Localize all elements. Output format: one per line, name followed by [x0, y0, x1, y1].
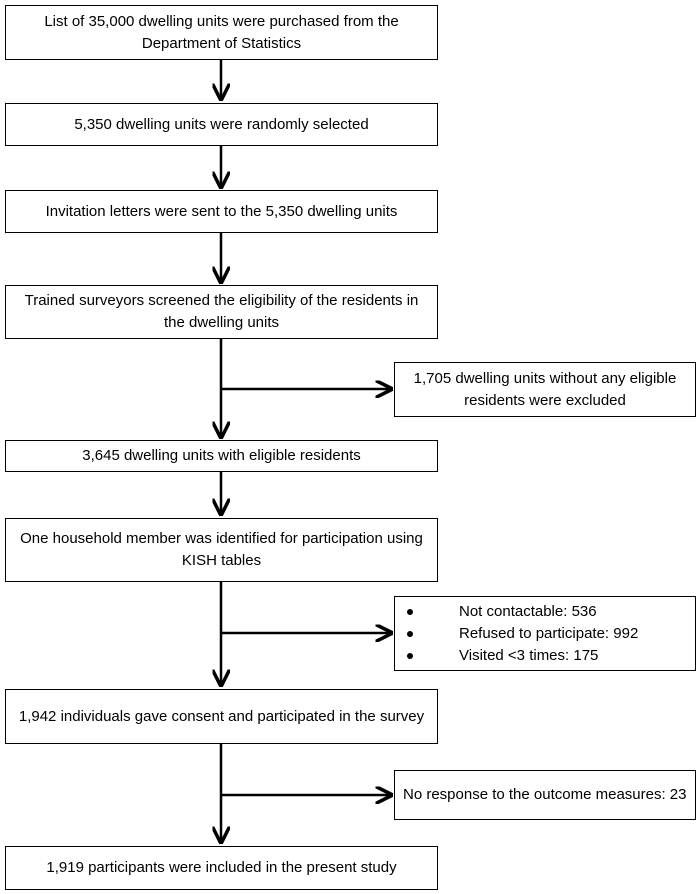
step-text-1: List of 35,000 dwelling units were purch… [44, 12, 399, 52]
step-box-6: One household member was identified for … [5, 518, 438, 582]
step-text-3: Invitation letters were sent to the 5,35… [45, 202, 398, 220]
step-box-4: Trained surveyors screened the eligibili… [5, 285, 438, 339]
exclusion-box-1: 1,705 dwelling units without any eligibl… [394, 362, 696, 417]
step-text-8: 1,919 participants were included in the … [46, 859, 397, 876]
exclusion-text-1: 1,705 dwelling units without any eligibl… [413, 369, 677, 409]
exclusion-box-3: No response to the outcome measures: 23 [394, 770, 696, 820]
step-text-2: 5,350 dwelling units were randomly selec… [74, 115, 369, 133]
exclusion-item: Visited <3 times: 175 [399, 645, 691, 667]
exclusion-item: Refused to participate: 992 [399, 623, 691, 645]
step-box-5: 3,645 dwelling units with eligible resid… [5, 440, 438, 472]
exclusion-list-2: Not contactable: 536 Refused to particip… [399, 601, 691, 667]
step-box-8: 1,919 participants were included in the … [5, 846, 438, 890]
step-box-7: 1,942 individuals gave consent and parti… [5, 689, 438, 744]
step-box-1: List of 35,000 dwelling units were purch… [5, 5, 438, 60]
step-text-5: 3,645 dwelling units with eligible resid… [82, 447, 361, 464]
step-text-4: Trained surveyors screened the eligibili… [24, 292, 419, 331]
exclusion-text-3: No response to the outcome measures: 23 [403, 786, 687, 803]
step-box-2: 5,350 dwelling units were randomly selec… [5, 103, 438, 146]
exclusion-box-2: Not contactable: 536 Refused to particip… [394, 596, 696, 671]
step-box-3: Invitation letters were sent to the 5,35… [5, 190, 438, 233]
exclusion-item: Not contactable: 536 [399, 601, 691, 623]
step-text-6: One household member was identified for … [20, 530, 423, 569]
step-text-7: 1,942 individuals gave consent and parti… [18, 707, 425, 725]
